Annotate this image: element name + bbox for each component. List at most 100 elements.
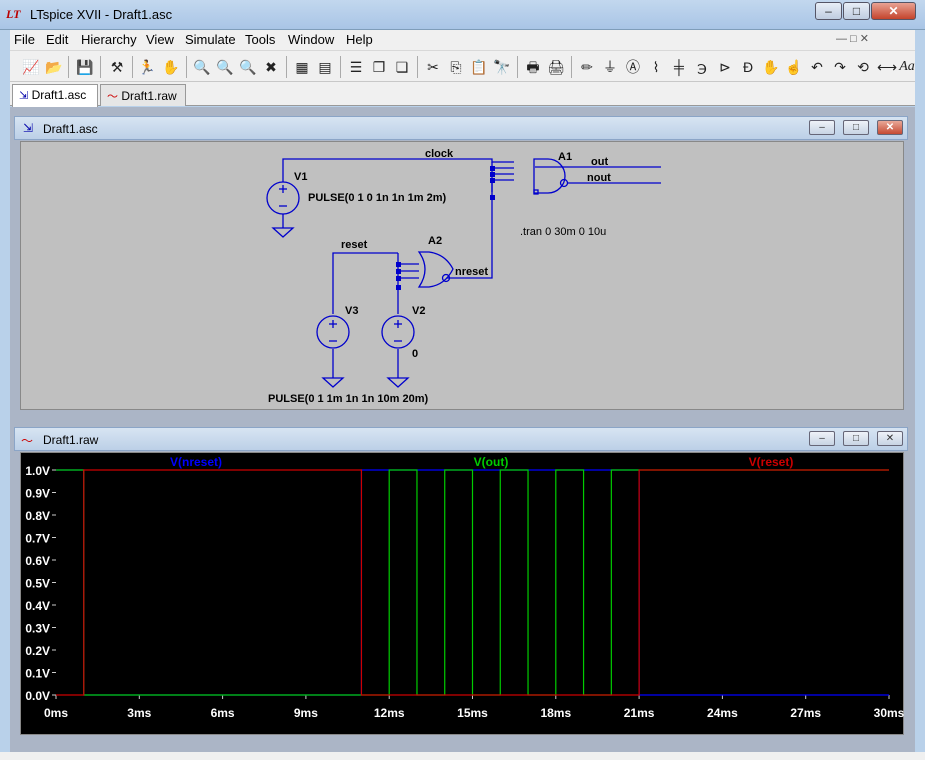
schematic-maximize-button[interactable]: □ (843, 120, 869, 135)
y-tick-label: 0.9V (25, 487, 50, 501)
mark-icon[interactable]: ▤ (318, 59, 332, 75)
maximize-button[interactable]: □ (843, 2, 870, 20)
halt-icon[interactable]: ✋ (162, 59, 180, 75)
gate-a2 (417, 251, 454, 288)
label-net-icon[interactable]: Ⓐ (626, 59, 640, 75)
print-icon[interactable]: 🖨 (547, 59, 565, 75)
net-label-nreset: nreset (455, 266, 488, 278)
toolbar-separator (571, 56, 572, 78)
text-icon[interactable]: Aa (899, 59, 915, 74)
schematic-window-title-bar: ⇲ Draft1.asc – □ ✕ (14, 116, 908, 140)
save-icon[interactable]: 💾 (76, 59, 94, 75)
capacitor-icon[interactable]: ╪ (674, 59, 684, 75)
tab-waveform[interactable]: 〜 Draft1.raw (100, 84, 186, 106)
close-windows-icon[interactable]: ❏ (395, 59, 409, 75)
menu-tools[interactable]: Tools (245, 32, 276, 47)
source-value-v3: PULSE(0 1 1m 1n 1n 10m 20m) (268, 393, 429, 405)
find-icon[interactable]: 🔭 (493, 59, 511, 75)
paste-icon[interactable]: 📋 (470, 59, 488, 75)
component-icon[interactable]: Ð (742, 59, 754, 75)
toolbar-separator (186, 56, 187, 78)
run-icon[interactable]: 🏃 (138, 59, 156, 75)
toolbar-separator (517, 56, 518, 78)
zoom-cancel-icon[interactable]: ✖ (265, 59, 277, 75)
tab-schematic[interactable]: ⇲ Draft1.asc (12, 84, 98, 107)
trace-label: V(reset) (749, 455, 794, 469)
waveform-maximize-button[interactable]: □ (843, 431, 869, 446)
cut-icon[interactable]: ✂ (427, 59, 439, 75)
gate-a1 (533, 158, 569, 195)
control-panel-icon[interactable]: ⚒ (110, 59, 124, 75)
menu-window[interactable]: Window (288, 32, 335, 47)
autorange-icon[interactable]: ▦ (295, 59, 309, 75)
new-schematic-icon[interactable]: 📈 (22, 59, 40, 75)
move-icon[interactable]: ✋ (762, 59, 780, 75)
zoom-fit-icon[interactable]: 🔍 (239, 59, 257, 75)
cascade-icon[interactable]: ❐ (372, 59, 386, 75)
y-tick-label: 0.3V (25, 622, 50, 636)
title-bar: LT LTspice XVII - Draft1.asc – □ ✕ (0, 0, 925, 30)
schematic-canvas[interactable]: clock A1 out nout V1 PULSE(0 1 0 1n 1n 1… (20, 141, 904, 410)
component-label-a1: A1 (558, 151, 572, 163)
print-setup-icon[interactable]: 🖶 (526, 59, 540, 75)
source-v3 (316, 315, 350, 349)
schematic-icon: ⇲ (23, 121, 34, 135)
component-label-v1: V1 (294, 171, 307, 183)
waveform-close-button[interactable]: ✕ (877, 431, 903, 446)
diode-icon[interactable]: ⊳ (719, 59, 731, 75)
y-tick-label: 0.1V (25, 667, 50, 681)
close-button[interactable]: ✕ (871, 2, 916, 20)
minimize-button[interactable]: – (815, 2, 842, 20)
waveform-chart: 1.0V0.9V0.8V0.7V0.6V0.5V0.4V0.3V0.2V0.1V… (25, 455, 905, 720)
waveform-minimize-button[interactable]: – (809, 431, 835, 446)
mirror-icon[interactable]: ⟷ (877, 59, 898, 75)
source-value-v2: 0 (412, 348, 418, 360)
window-title: LTspice XVII - Draft1.asc (30, 7, 173, 22)
schematic-minimize-button[interactable]: – (809, 120, 835, 135)
toolbar-separator (340, 56, 341, 78)
wire-reset (332, 252, 398, 314)
toolbar: 📈 📂 💾 ⚒ 🏃 ✋ 🔍 🔍 🔍 ✖ ▦ ▤ ☰ ❐ ❏ ✂ ⎘ 📋 🔭 🖶 … (10, 50, 915, 82)
menu-hierarchy[interactable]: Hierarchy (81, 32, 137, 47)
y-tick-label: 0.4V (25, 599, 50, 613)
draw-wire-icon[interactable]: ✏ (581, 59, 593, 75)
toolbar-separator (100, 56, 101, 78)
schematic-icon: ⇲ (19, 90, 29, 102)
component-label-v3: V3 (345, 305, 358, 317)
drag-icon[interactable]: ☝ (785, 59, 803, 75)
x-tick-label: 24ms (707, 706, 738, 720)
menu-file[interactable]: File (14, 32, 35, 47)
inductor-icon[interactable]: ℈ (697, 59, 707, 75)
menu-edit[interactable]: Edit (46, 32, 69, 47)
x-tick-label: 27ms (790, 706, 821, 720)
component-label-v2: V2 (412, 305, 425, 317)
y-tick-label: 0.2V (25, 644, 50, 658)
rotate-icon[interactable]: ⟲ (857, 59, 869, 75)
junction-dots (396, 166, 495, 290)
trace-label: V(nreset) (170, 455, 222, 469)
schematic-drawing: clock A1 out nout V1 PULSE(0 1 0 1n 1n 1… (266, 148, 661, 405)
copy-icon[interactable]: ⎘ (450, 59, 462, 75)
resistor-icon[interactable]: ⌇ (652, 59, 660, 75)
tab-label: Draft1.asc (31, 88, 87, 102)
undo-icon[interactable]: ↶ (811, 59, 823, 75)
x-tick-label: 18ms (540, 706, 571, 720)
menu-view[interactable]: View (146, 32, 174, 47)
y-tick-label: 0.7V (25, 532, 50, 546)
tile-horizontal-icon[interactable]: ☰ (349, 59, 363, 75)
schematic-close-button[interactable]: ✕ (877, 120, 903, 135)
toolbar-separator (417, 56, 418, 78)
zoom-in-icon[interactable]: 🔍 (193, 59, 211, 75)
x-tick-label: 0ms (44, 706, 68, 720)
zoom-out-icon[interactable]: 🔍 (216, 59, 234, 75)
redo-icon[interactable]: ↷ (834, 59, 846, 75)
menu-simulate[interactable]: Simulate (185, 32, 236, 47)
tab-bar: ⇲ Draft1.asc 〜 Draft1.raw (10, 82, 915, 107)
x-tick-label: 9ms (294, 706, 318, 720)
open-icon[interactable]: 📂 (45, 59, 63, 75)
ground-icon[interactable]: ⏚ (603, 59, 617, 75)
menu-help[interactable]: Help (346, 32, 373, 47)
menu-bar: File Edit Hierarchy View Simulate Tools … (10, 30, 915, 50)
x-tick-label: 30ms (874, 706, 905, 720)
